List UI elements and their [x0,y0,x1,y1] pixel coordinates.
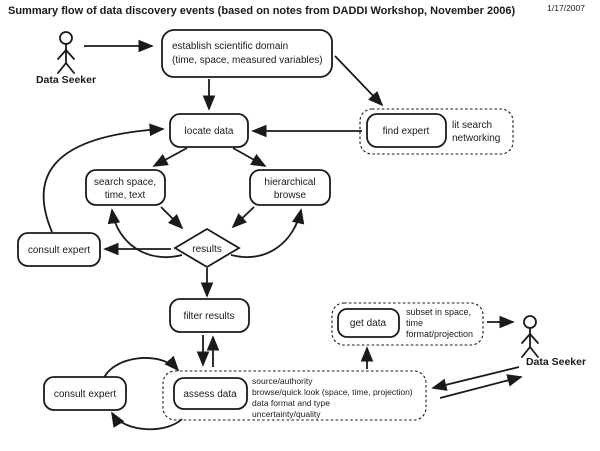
node-label: establish scientific domain [172,41,288,52]
node-filter-results: filter results [169,298,250,333]
actor-label: Data Seeker [526,356,586,368]
node-locate-data: locate data [169,113,249,148]
node-note: lit search [452,120,492,131]
node-note: networking [452,133,500,144]
node-label: consult expert [54,389,116,400]
stick-figure-icon [57,31,75,74]
node-note: uncertainty/quality [252,409,321,419]
node-label: consult expert [28,245,90,256]
node-establish-domain: establish scientific domain (time, space… [161,29,333,78]
node-label: find expert [383,126,430,137]
node-note: time [406,318,423,328]
node-label: (time, space, measured variables) [172,55,323,66]
arrow-browse-to-results [231,206,255,229]
page-title: Summary flow of data discovery events (b… [8,5,515,17]
node-note: subset in space, [406,307,471,317]
node-label: browse [274,190,307,201]
actor-label: Data Seeker [36,74,96,86]
node-label: search space, [94,177,156,188]
arrow-assess-to-consult-lower [111,411,183,431]
date-label: 1/17/2007 [547,3,585,13]
node-note: browse/quick look (space, time, projecti… [252,387,413,397]
arrow-locate-to-search [152,147,188,167]
node-note: format/projection [406,329,473,339]
node-note: data format and type [252,398,330,408]
arrow-seeker-to-assess [431,366,520,391]
stick-figure-icon [521,315,539,358]
node-search-space: search space, time, text [85,169,166,206]
node-label: hierarchical [264,177,315,188]
node-label: locate data [185,126,234,137]
node-results: results [173,227,241,269]
node-consult-expert-lower: consult expert [43,376,127,411]
node-find-expert: find expert lit search networking [359,108,514,155]
node-note: source/authority [252,376,313,386]
arrow-results-to-browse [230,208,305,258]
actor-data-seeker-right: Data Seeker [521,315,586,368]
node-label: filter results [183,311,234,322]
node-get-data: get data subset in space, time format/pr… [331,302,484,346]
node-label: get data [350,318,387,329]
arrow-search-to-results [160,206,184,230]
actor-data-seeker-top: Data Seeker [36,31,96,86]
node-label: assess data [183,389,237,400]
arrow-assess-to-seeker [439,374,523,399]
node-label: time, text [105,190,146,201]
node-consult-expert-upper: consult expert [17,232,101,267]
arrow-locate-to-browse [232,147,267,167]
node-assess-data: assess data source/authority browse/quic… [162,370,427,421]
node-hierarchical-browse: hierarchical browse [249,169,331,206]
node-label: results [192,244,221,255]
arrow-consult-lower-to-assess [102,355,180,381]
arrow-consult-upper-to-locate [42,123,165,233]
arrow-establish-to-find-expert [334,55,384,107]
